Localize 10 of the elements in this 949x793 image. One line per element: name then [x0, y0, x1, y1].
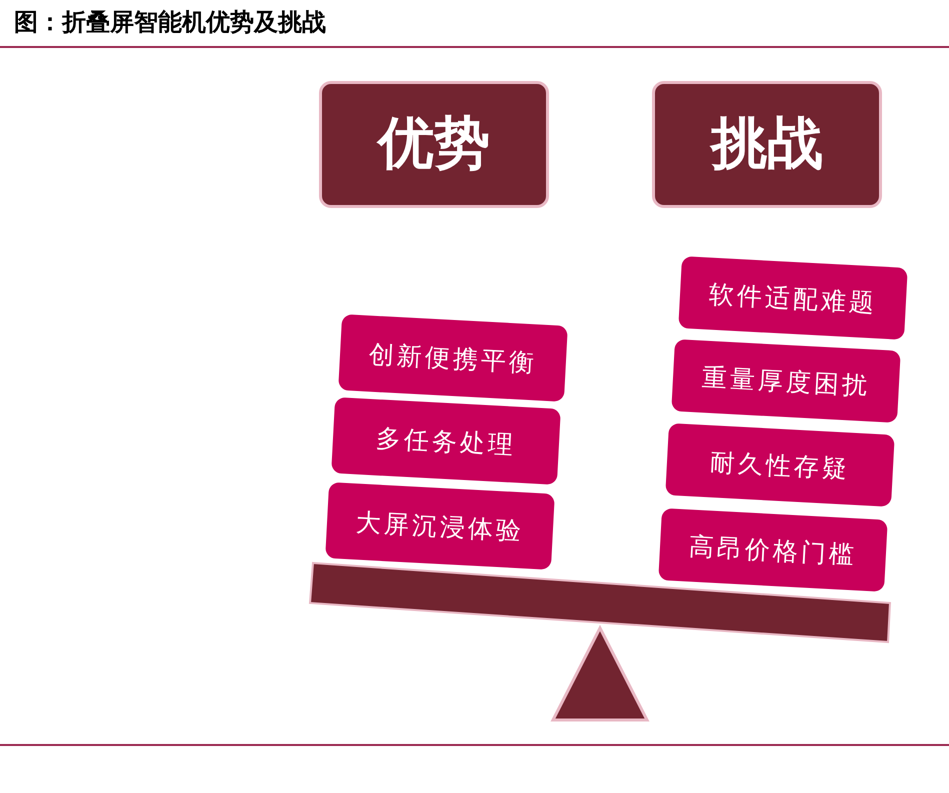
item-box: 耐久性存疑	[665, 423, 895, 507]
item-box: 重量厚度困扰	[671, 339, 901, 423]
item-box: 创新便携平衡	[338, 314, 568, 402]
figure-title: 图：折叠屏智能机优势及挑战	[14, 6, 326, 38]
item-box: 软件适配难题	[678, 256, 908, 340]
heading-box: 优势	[319, 80, 549, 208]
heading-box: 挑战	[652, 80, 882, 208]
item-box: 大屏沉浸体验	[325, 482, 555, 570]
item-box: 高昂价格门槛	[658, 508, 888, 592]
item-box: 多任务处理	[331, 397, 561, 485]
